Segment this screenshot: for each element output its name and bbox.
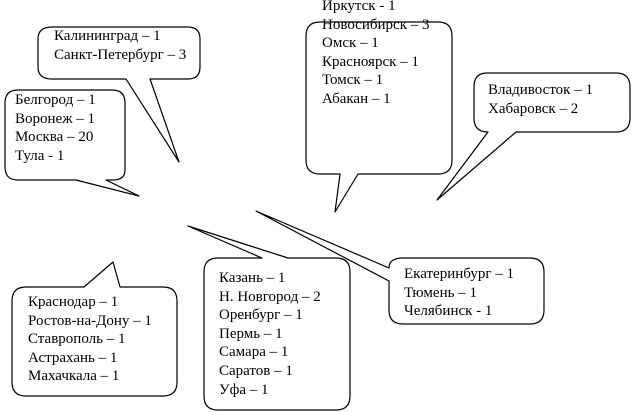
callout-fareast-bubble xyxy=(436,72,631,201)
callout-volga-text: Казань – 1 Н. Новгород – 2 Оренбург – 1 … xyxy=(219,269,321,399)
city-entry: Ростов-на-Дону – 1 xyxy=(28,312,152,329)
city-entry: Краснодар – 1 xyxy=(28,294,119,310)
callout-center-text: Белгород – 1 Воронеж – 1 Москва – 20 Тул… xyxy=(15,91,96,165)
city-entry: Санкт-Петербург – 3 xyxy=(54,46,187,63)
callout-siberia-bubble xyxy=(305,21,453,213)
city-entry: Владивосток – 1 xyxy=(488,82,593,98)
city-entry: Саратов – 1 xyxy=(219,362,293,379)
city-entry: Самара – 1 xyxy=(219,344,289,361)
city-entry: Белгород – 1 xyxy=(15,92,96,108)
city-entry: Ставрополь – 1 xyxy=(28,331,126,348)
city-entry: Тула - 1 xyxy=(15,147,65,164)
callout-fareast-text: Владивосток – 1 Хабаровск – 2 xyxy=(488,81,593,118)
city-entry: Челябинск - 1 xyxy=(404,303,493,320)
city-entry: Омск – 1 xyxy=(322,35,379,52)
city-entry: Уфа – 1 xyxy=(219,381,269,398)
city-entry: Калининград – 1 xyxy=(54,28,161,44)
city-entry: Н. Новгород – 2 xyxy=(219,288,321,305)
city-entry: Москва – 20 xyxy=(15,129,94,146)
city-entry: Пермь – 1 xyxy=(219,325,283,342)
city-entry: Воронеж – 1 xyxy=(15,110,96,127)
city-entry: Тюмень – 1 xyxy=(404,284,477,301)
city-entry: Новосибирск – 3 xyxy=(322,16,430,33)
city-entry: Астрахань – 1 xyxy=(28,349,118,366)
callout-south-bubble xyxy=(11,261,178,397)
city-entry: Казань – 1 xyxy=(219,270,286,286)
callout-siberia-text: Иркутск - 1 Новосибирск – 3 Омск – 1 Кра… xyxy=(322,0,429,109)
callout-northwest-bubble xyxy=(37,26,201,163)
callout-center-bubble xyxy=(4,89,140,197)
city-entry: Махачкала – 1 xyxy=(28,368,120,385)
callout-south-text: Краснодар – 1 Ростов-на-Дону – 1 Ставроп… xyxy=(28,293,152,386)
city-entry: Хабаровск – 2 xyxy=(488,100,579,117)
callout-urals-bubble xyxy=(255,210,545,325)
callout-northwest-text: Калининград – 1 Санкт-Петербург – 3 xyxy=(54,27,186,64)
city-entry: Томск – 1 xyxy=(322,72,384,89)
city-entry: Екатеринбург – 1 xyxy=(404,266,514,282)
callout-volga-bubble xyxy=(187,225,351,411)
callout-urals-text: Екатеринбург – 1 Тюмень – 1 Челябинск - … xyxy=(404,265,514,321)
city-entry: Абакан – 1 xyxy=(322,90,391,107)
city-entry: Оренбург – 1 xyxy=(219,307,303,324)
city-entry: Иркутск - 1 xyxy=(322,0,396,14)
city-entry: Красноярск – 1 xyxy=(322,53,419,70)
